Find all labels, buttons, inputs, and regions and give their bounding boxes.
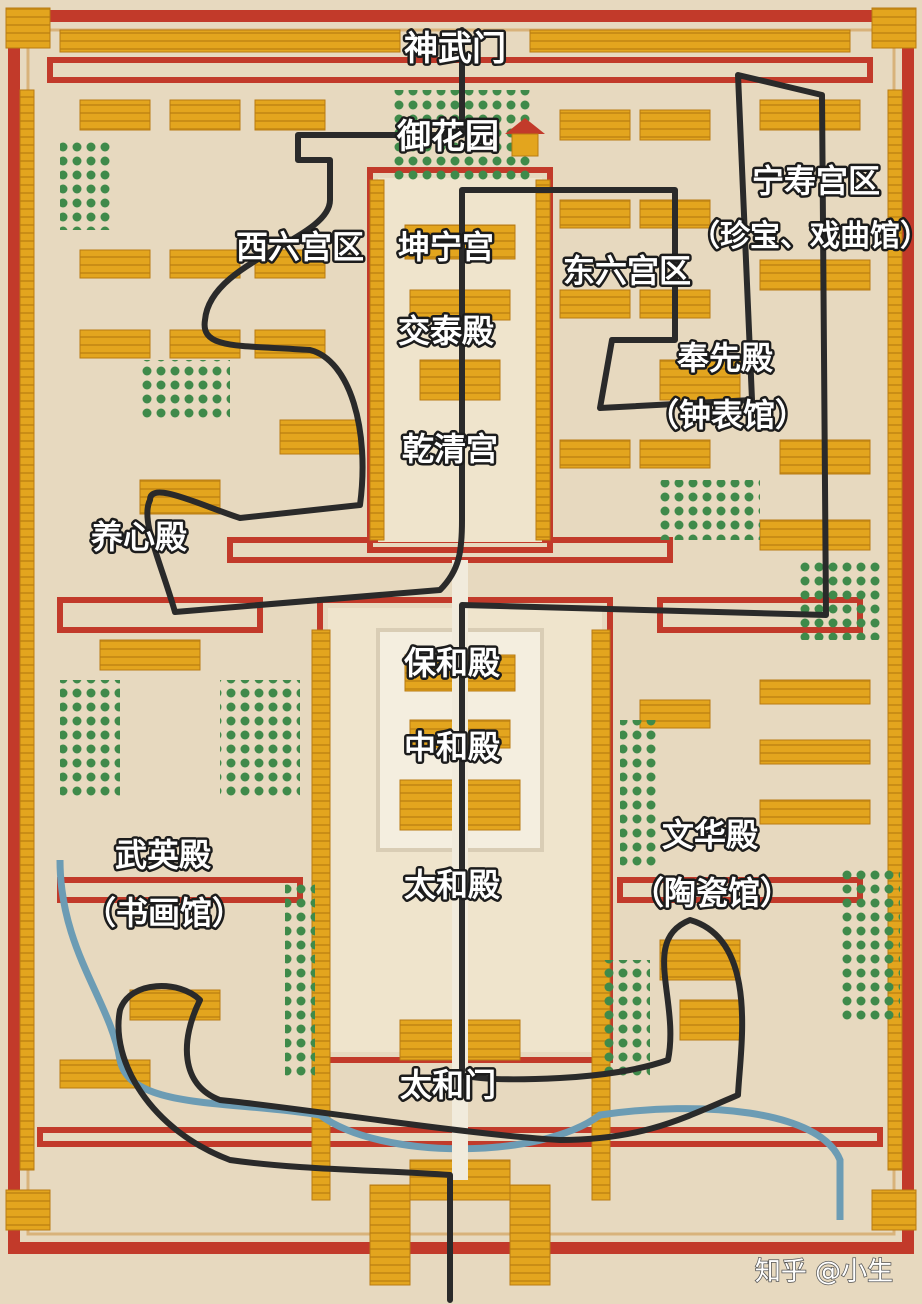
tree-icon [60, 680, 120, 800]
label-wenhuadian-sub: （陶瓷馆） [632, 874, 792, 912]
label-zhonghedian: 中和殿 [404, 728, 500, 766]
tree-icon [600, 960, 650, 1080]
label-yangxindian: 养心殿 [91, 518, 187, 556]
label-wenhuadian: 文华殿 [662, 816, 758, 854]
label-kunninggong: 坤宁宫 [398, 228, 494, 266]
map-labels: 神武门 御花园 宁寿宫区 （珍宝、戏曲馆） 西六宫区 坤宁宫 东六宫区 交泰殿 … [81, 27, 922, 1107]
label-ningshougong: 宁寿宫区 [752, 162, 880, 200]
tour-route-path [115, 27, 829, 1303]
gate-tower-icon [5, 1189, 51, 1231]
tree-icon [660, 480, 760, 540]
pavilion-icon [505, 118, 545, 157]
label-dongliugong: 东六宫区 [563, 252, 691, 290]
label-xiliugong: 西六宫区 [236, 228, 364, 266]
gate-tower-icon [871, 7, 917, 49]
watermark: 知乎 @小生 [755, 1257, 893, 1287]
tree-icon [800, 560, 880, 640]
tree-icon [60, 140, 110, 230]
golden-water-river [56, 859, 844, 1220]
label-shenwumen: 神武门 [404, 29, 506, 69]
label-taihemen: 太和门 [400, 1066, 496, 1104]
tree-icon [285, 880, 315, 1080]
label-fengxiandian: 奉先殿 [677, 339, 773, 377]
label-ningshougong-sub: （珍宝、戏曲馆） [690, 219, 922, 254]
gate-tower-icon [5, 7, 51, 49]
corner-towers [5, 7, 917, 1231]
label-qianqinggong: 乾清宫 [402, 430, 498, 468]
label-jiaotaidian: 交泰殿 [398, 312, 494, 350]
label-fengxiandian-sub: （钟表馆） [647, 396, 807, 434]
tree-icon [620, 720, 660, 870]
label-wuyingdian: 武英殿 [115, 836, 211, 874]
tree-icon [140, 360, 230, 420]
tree-icon [840, 870, 900, 1020]
label-baohedian: 保和殿 [404, 644, 500, 682]
label-wuyingdian-sub: （书画馆） [84, 894, 244, 932]
tree-icon [220, 680, 300, 800]
label-taihedian: 太和殿 [404, 866, 500, 904]
gate-tower-icon [871, 1189, 917, 1231]
label-yuhuayuan: 御花园 [396, 117, 499, 157]
